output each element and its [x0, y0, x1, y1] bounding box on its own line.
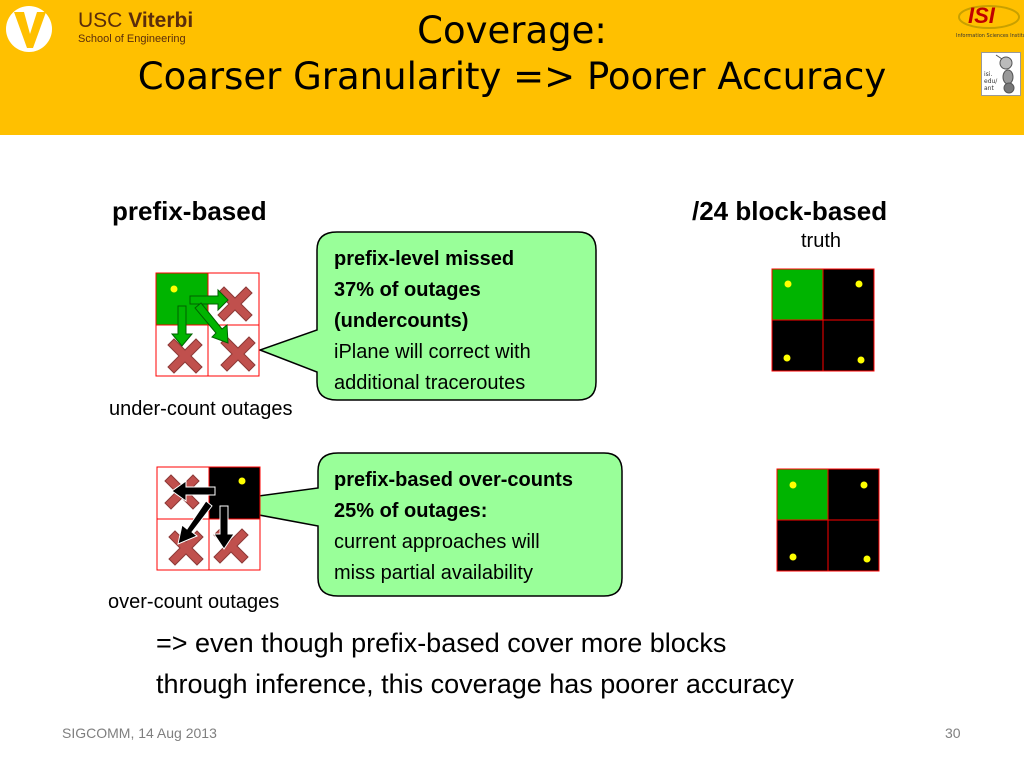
conclusion-line1: => even though prefix-based cover more b…: [156, 628, 727, 658]
truth-grid-1-cell-bl: [771, 319, 824, 372]
isi-logo-name: ISI: [968, 3, 995, 28]
truth-grid-1-dot-tr: [855, 280, 863, 288]
truth-grid-2-cell-bl: [776, 519, 829, 572]
footer-conference: SIGCOMM, 14 Aug 2013: [62, 725, 217, 741]
truth-grid-2-cell-br: [827, 519, 880, 572]
header-bar: [0, 0, 1024, 135]
footer-page-number: 30: [945, 725, 961, 741]
under-grid-arrow-down: [170, 305, 194, 347]
over-grid-cell-tr: [208, 466, 261, 520]
usc-logo-subtitle: School of Engineering: [78, 33, 186, 45]
truth-grid-2-dot-bl: [789, 553, 797, 561]
truth-grid-2-dot-tr: [860, 481, 868, 489]
usc-viterbi-logo: USC Viterbi School of Engineering: [6, 6, 193, 52]
truth-grid-2-dot-br: [863, 555, 871, 563]
conclusion-line2: through inference, this coverage has poo…: [156, 669, 794, 699]
under-grid-dot: [170, 285, 178, 293]
truth-grid-2-dot-tl: [789, 481, 797, 489]
callout-bubble-1: [257, 231, 597, 401]
truth-grid-1-dot-bl: [783, 354, 791, 362]
truth-grid-2-cell-tr: [827, 468, 880, 521]
isi-logo-subtitle: Information Sciences Institute: [956, 33, 1024, 39]
prefix-based-heading: prefix-based: [112, 196, 267, 226]
callout-2-line4: miss partial availability: [334, 562, 533, 584]
block-based-heading: /24 block-based: [692, 196, 888, 226]
over-count-label: over-count outages: [108, 591, 280, 613]
callout-bubble-2: [199, 452, 623, 597]
over-grid-arrow-diag: [177, 500, 213, 545]
isi-swoosh-icon: [958, 5, 1020, 29]
callout-2-line3: current approaches will: [334, 531, 540, 553]
callout-2-line2: 25% of outages:: [334, 500, 488, 522]
usc-logo-name: USC Viterbi: [78, 9, 194, 32]
callout-1-line3: (undercounts): [334, 310, 469, 332]
truth-grid-2: [776, 468, 880, 572]
under-count-label: under-count outages: [109, 398, 293, 420]
truth-grid-1: [771, 268, 875, 372]
truth-label: truth: [801, 230, 842, 252]
callout-1-line5: additional traceroutes: [334, 372, 526, 394]
under-grid-arrow-right: [189, 288, 229, 312]
slide-title: Coverage: Coarser Granularity => Poorer …: [0, 8, 1024, 100]
callout-1-line4: iPlane will correct with: [334, 341, 531, 363]
usc-v-icon: [6, 6, 52, 52]
callout-1-line1: prefix-level missed: [334, 248, 515, 270]
truth-grid-2-cell-tl: [776, 468, 829, 521]
under-count-grid: [155, 272, 260, 377]
truth-grid-1-cell-tl: [771, 268, 824, 321]
callout-2-text: prefix-based over-counts 25% of outages:…: [334, 465, 573, 589]
ant-logo: isi. edu/ ant: [981, 52, 1021, 96]
over-grid-dot: [238, 477, 246, 485]
isi-logo: ISI Information Sciences Institute: [956, 3, 1024, 43]
over-grid-arrow-left: [171, 480, 216, 502]
truth-grid-1-cell-tr: [822, 268, 875, 321]
truth-grid-1-dot-br: [857, 356, 865, 364]
ant-logo-text: isi. edu/ ant: [984, 71, 998, 92]
slide-title-line2: Coarser Granularity => Poorer Accuracy: [137, 55, 887, 98]
under-grid-arrow-diag: [194, 302, 229, 344]
truth-grid-1-cell-br: [822, 319, 875, 372]
truth-grid-1-dot-tl: [784, 280, 792, 288]
callout-1-line2: 37% of outages: [334, 279, 481, 301]
ant-mascot-icon: [995, 54, 1015, 94]
callout-1-text: prefix-level missed 37% of outages (unde…: [334, 244, 531, 399]
callout-2-line1: prefix-based over-counts: [334, 469, 573, 491]
slide-title-line1: Coverage:: [417, 9, 607, 52]
over-grid-arrow-down: [213, 505, 235, 550]
over-count-grid: [156, 466, 261, 571]
conclusion-text: => even though prefix-based cover more b…: [156, 623, 794, 705]
